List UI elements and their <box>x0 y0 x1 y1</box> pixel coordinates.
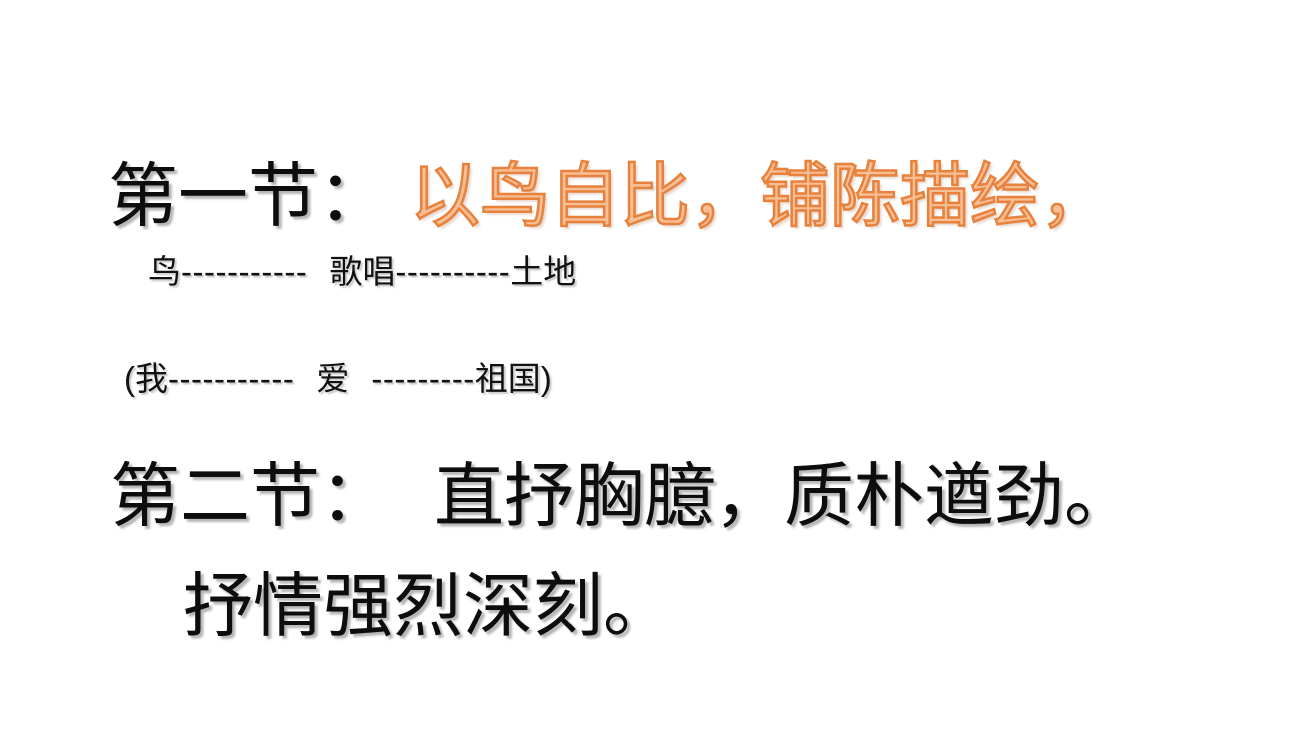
me-mapping-line: (我 ----------- 爱 --------- 祖国) <box>124 352 552 400</box>
me-left-dashes: ----------- <box>168 360 295 397</box>
section-one-accent-text: 以鸟自比，铺陈描绘， <box>409 156 1112 237</box>
lyric-body-text: 抒情强烈深刻。 <box>183 567 673 645</box>
me-middle-term: 爱 <box>316 360 350 397</box>
bird-mapping-line: 鸟 ----------- 歌唱 ---------- 土地 <box>148 245 576 293</box>
section-two-body-text: 直抒胸臆，质朴遒劲。 <box>434 457 1134 535</box>
bird-middle-term: 歌唱 <box>329 253 396 290</box>
bird-left-term: 鸟 <box>148 253 181 290</box>
section-one-line: 第一节： 以鸟自比，铺陈描绘， <box>108 140 1112 241</box>
section-two-line: 第二节： 直抒胸臆，质朴遒劲。 <box>110 440 1134 541</box>
bird-right-term: 土地 <box>510 253 577 290</box>
me-left-term: (我 <box>124 360 168 397</box>
section-two-label: 第二节： <box>110 457 390 535</box>
bird-right-dashes: ---------- <box>395 253 511 290</box>
bird-left-dashes: ----------- <box>181 253 308 290</box>
me-right-dashes: --------- <box>371 360 475 397</box>
lyric-line: 抒情强烈深刻。 <box>183 550 673 651</box>
me-right-term: 祖国) <box>474 360 552 397</box>
section-one-label: 第一节： <box>108 157 388 235</box>
